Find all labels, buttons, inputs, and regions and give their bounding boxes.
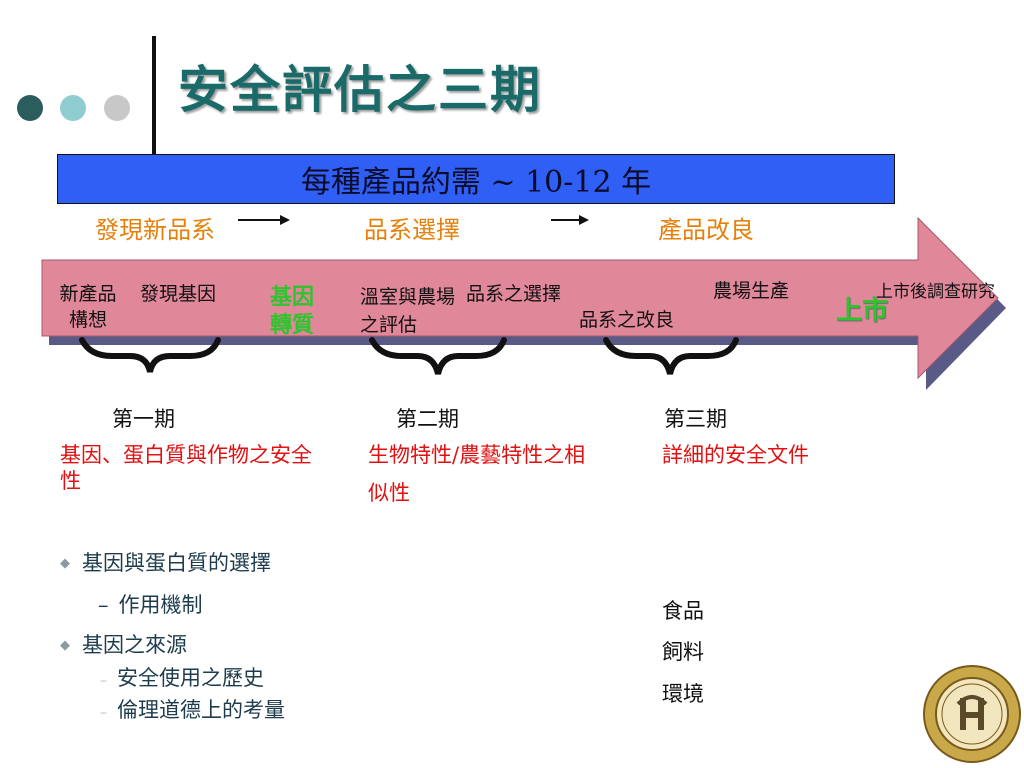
label-greenhouse-field-eval: 溫室與農場之評估: [360, 283, 456, 339]
brace-period-1: [79, 337, 221, 373]
label-market-launch: 上市: [836, 296, 889, 326]
label-gene-transformation: 基因轉質: [270, 283, 322, 339]
sub-ethical-considerations-text: 倫理道德上的考量: [117, 698, 285, 722]
period-2-description: 生物特性/農藝特性之相似性: [368, 436, 586, 512]
period-3-description: 詳細的安全文件: [662, 443, 809, 467]
period-1-label: 第一期: [112, 407, 175, 431]
diamond-bullet-icon: ◆: [60, 638, 70, 653]
label-new-product-concept: 新產品構想: [56, 281, 120, 333]
process-arrow-graphic: [41, 215, 1006, 390]
dash-bullet-icon: –: [100, 705, 107, 721]
sub-mechanism-of-action: –作用機制: [98, 589, 203, 619]
bullet-gene-source-text: 基因之來源: [82, 633, 187, 657]
dash-bullet-icon: –: [100, 673, 107, 689]
label-line-improvement: 品系之改良: [579, 309, 675, 331]
period-2-description-text: 生物特性/農藝特性之相似性: [368, 443, 586, 505]
label-discover-gene: 發現基因: [140, 283, 217, 305]
title-divider: [152, 36, 156, 154]
period-1-description: 基因、蛋白質與作物之安全性: [60, 442, 322, 494]
bullet-gene-protein-selection: ◆ 基因與蛋白質的選擇: [60, 547, 271, 577]
duration-banner-text: 每種產品約需 ~ 10-12 年: [300, 165, 652, 200]
phase-connector-arrow-2: [551, 215, 589, 225]
diamond-bullet-icon: ◆: [60, 556, 70, 571]
slide-title: 安全評估之三期: [178, 60, 542, 119]
sub-safe-use-history: –安全使用之歷史: [100, 662, 264, 692]
label-new-product-concept-text: 新產品構想: [59, 283, 117, 331]
phase-connector-arrow-1: [238, 215, 290, 225]
phase-head-improvement: 產品改良: [658, 216, 754, 244]
period-2-label: 第二期: [396, 407, 459, 431]
label-farm-production: 農場生產: [713, 280, 790, 302]
label-gene-transformation-text: 基因轉質: [270, 284, 315, 338]
phase-head-discovery: 發現新品系: [95, 216, 215, 244]
phase3-item-food: 食品: [662, 599, 704, 623]
period-3-label: 第三期: [664, 407, 727, 431]
decor-dot-2: [60, 95, 86, 121]
phase3-item-environment: 環境: [662, 682, 704, 706]
bullet-gene-protein-selection-text: 基因與蛋白質的選擇: [82, 551, 271, 575]
label-greenhouse-field-eval-text: 溫室與農場之評估: [360, 286, 456, 336]
sub-mechanism-of-action-text: 作用機制: [118, 593, 203, 617]
period-1-description-text: 基因、蛋白質與作物之安全性: [60, 443, 312, 493]
label-post-market-research: 上市後調查研究: [876, 282, 995, 302]
decor-dot-1: [17, 95, 43, 121]
brace-period-2: [369, 337, 507, 375]
dash-bullet-icon: –: [98, 593, 109, 617]
duration-banner: 每種產品約需 ~ 10-12 年: [57, 154, 895, 204]
label-line-selection: 品系之選擇: [466, 283, 562, 305]
university-seal-logo: [923, 665, 1021, 763]
bullet-gene-source: ◆ 基因之來源: [60, 629, 187, 659]
sub-safe-use-history-text: 安全使用之歷史: [117, 666, 264, 690]
phase-head-selection: 品系選擇: [364, 216, 460, 244]
timeline-arrow: [41, 216, 999, 380]
decor-dot-3: [104, 95, 130, 121]
phase3-item-feed: 飼料: [662, 640, 704, 664]
sub-ethical-considerations: –倫理道德上的考量: [100, 694, 285, 724]
brace-period-3: [603, 337, 739, 375]
